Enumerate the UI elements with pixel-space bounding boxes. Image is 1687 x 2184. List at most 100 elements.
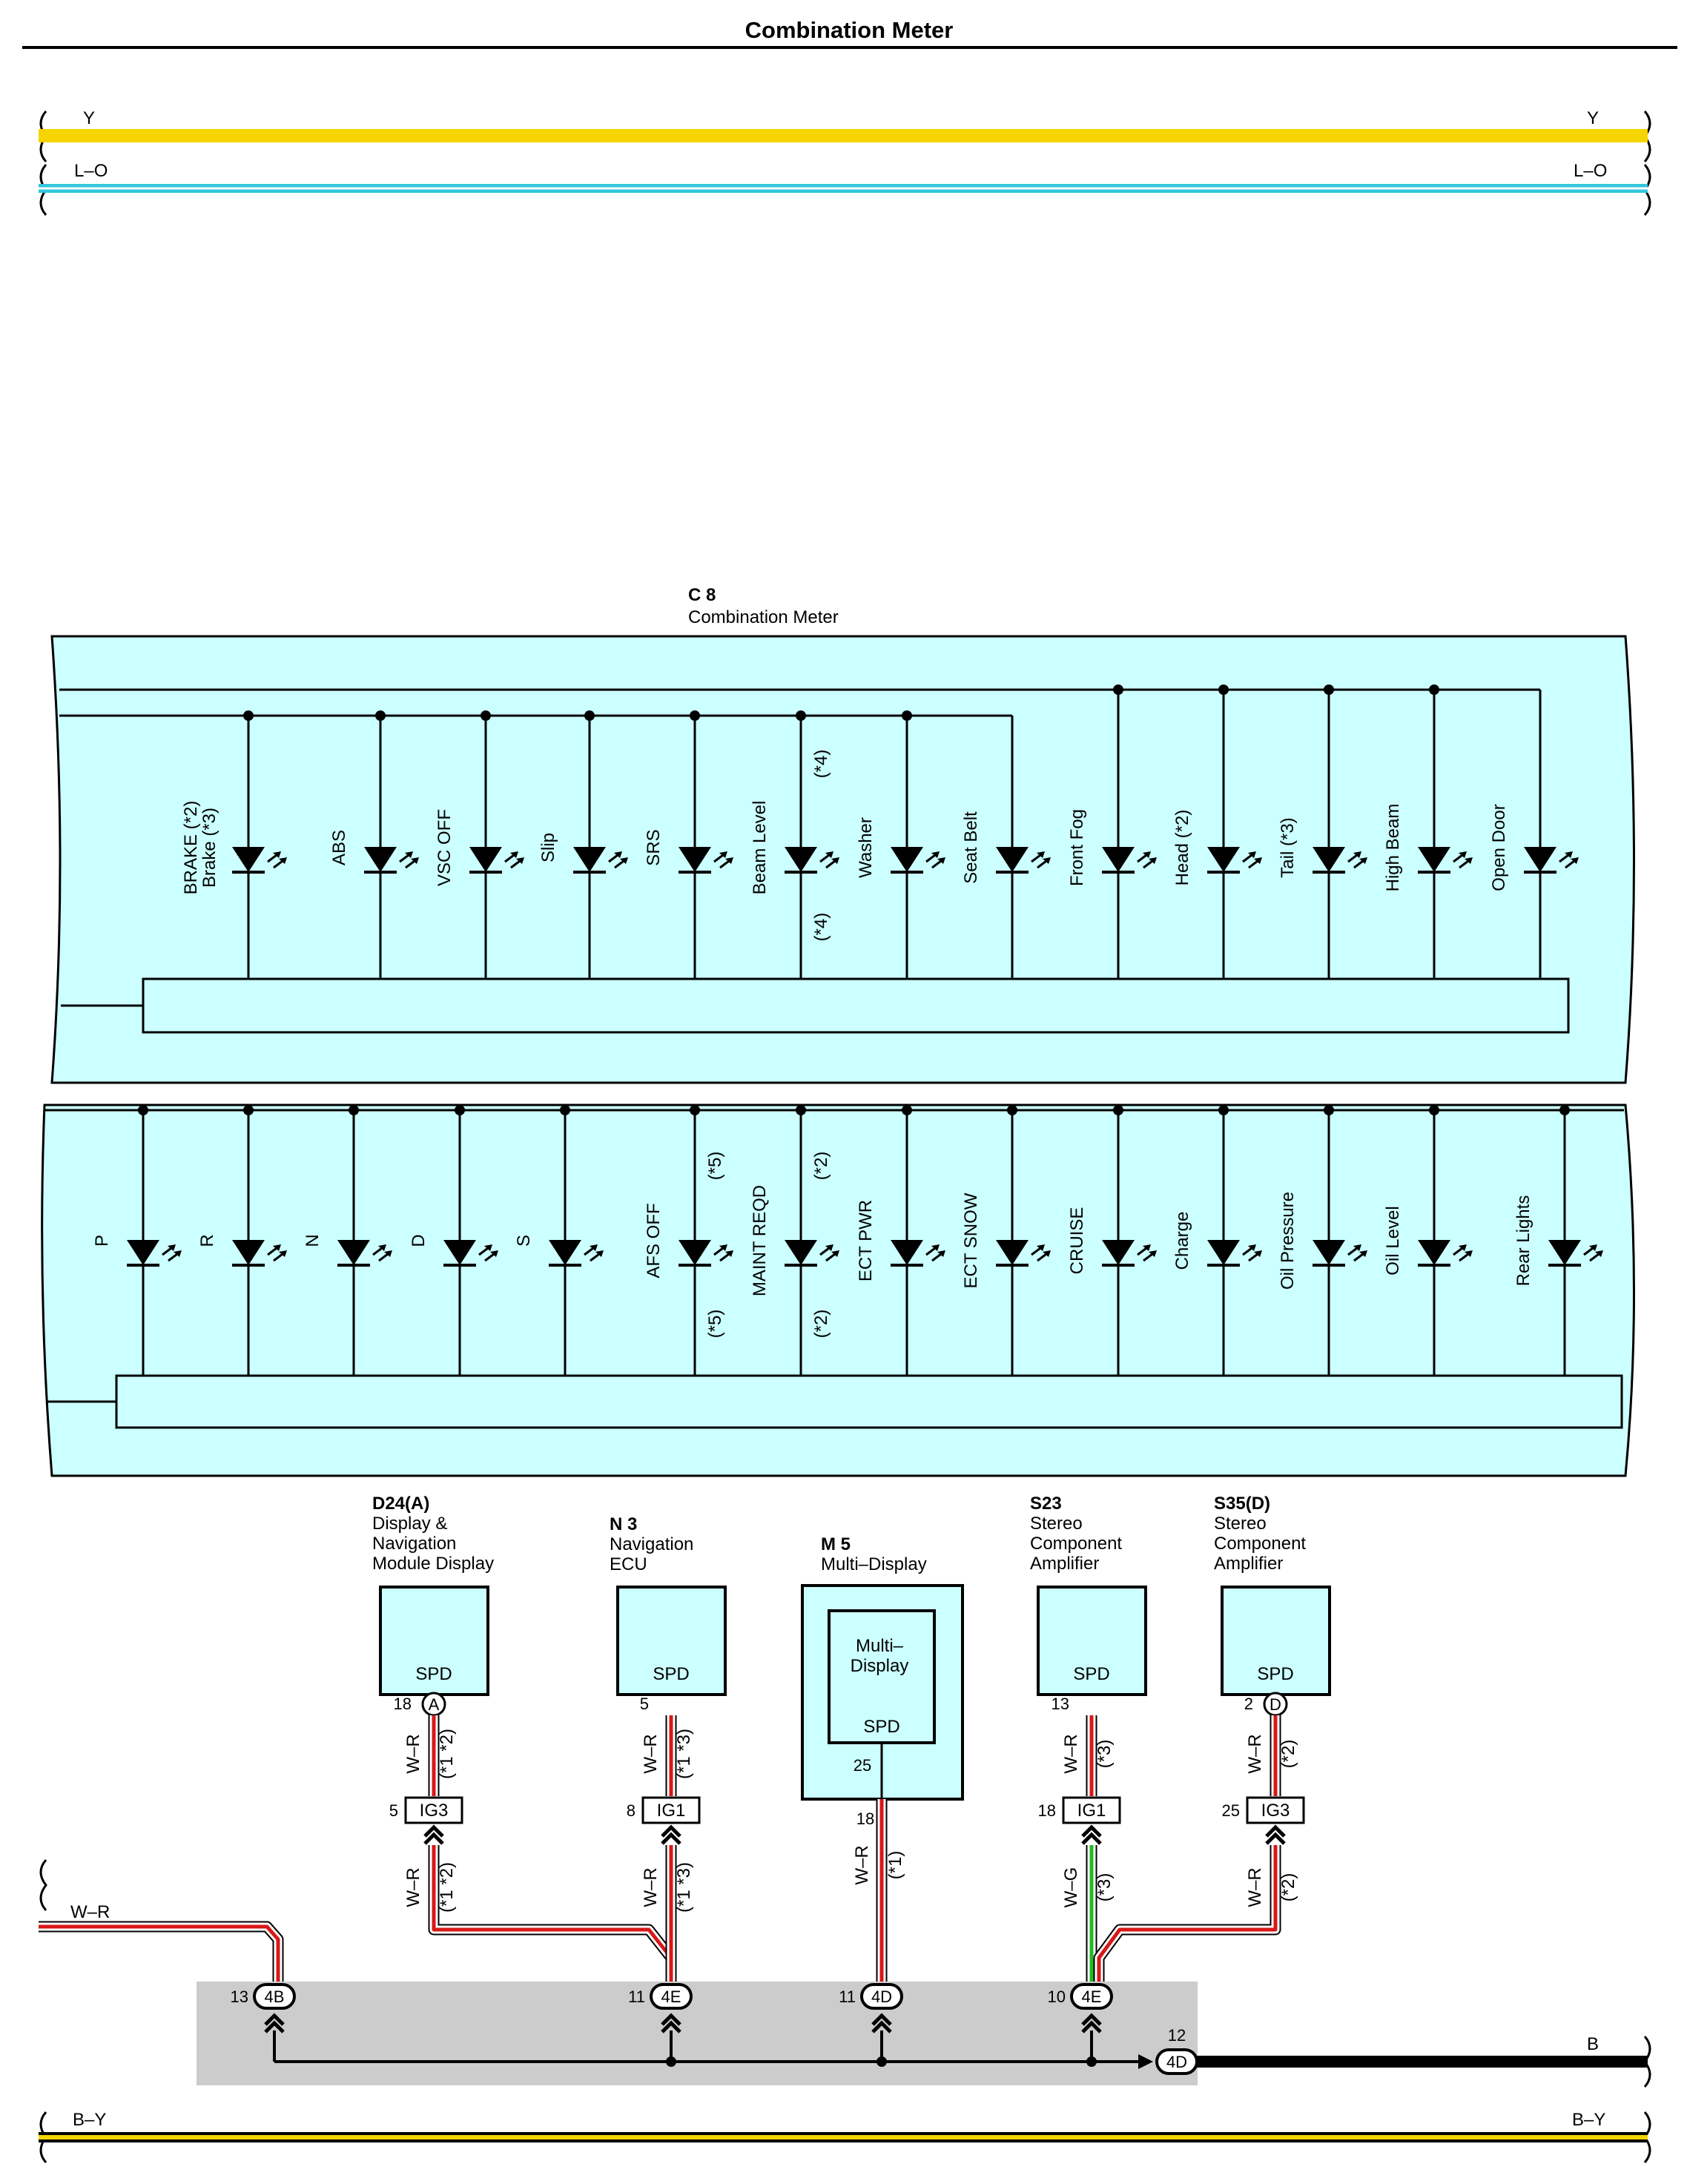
- indicator-label: ABS: [329, 830, 349, 865]
- indicator-open-door: Open Door: [1489, 690, 1579, 979]
- pin-number: 11: [839, 1987, 856, 2006]
- indicator-label: Brake (*3): [199, 808, 219, 888]
- led-icon: [891, 847, 923, 872]
- led-icon: [785, 847, 817, 872]
- led-icon: [1548, 1240, 1581, 1265]
- wire-note: (*1 *2): [437, 1729, 457, 1779]
- module-code: S23: [1030, 1494, 1062, 1514]
- meter-code: C 8: [688, 585, 716, 605]
- pin-number: 12: [1168, 2026, 1186, 2045]
- indicator-label: ECT SNOW: [961, 1192, 981, 1288]
- indicator-label: S: [514, 1235, 534, 1247]
- module-box: [616, 1586, 727, 1696]
- indicator-note: (*4): [811, 913, 831, 942]
- pin-number: 10: [1048, 1987, 1066, 2006]
- pin-number: 18: [1038, 1801, 1056, 1820]
- wire-lo-label-left: L–O: [74, 161, 108, 181]
- wire-y-label-left: Y: [83, 108, 95, 128]
- led-icon: [1102, 847, 1135, 872]
- led-icon: [1418, 847, 1450, 872]
- module-code: M 5: [821, 1534, 851, 1554]
- module-name: Component: [1214, 1534, 1306, 1554]
- wire-label: W–G: [1061, 1867, 1081, 1908]
- connector-code: 4B: [265, 1987, 285, 2006]
- indicator-label: BRAKE (*2): [181, 801, 201, 895]
- indicator-label: N: [303, 1234, 323, 1247]
- ig-connector: [1062, 1796, 1121, 1824]
- indicator-s: S: [514, 1105, 604, 1376]
- module-box: [379, 1586, 489, 1696]
- ig-connector: [641, 1796, 701, 1824]
- wire-by-label-left: B–Y: [73, 2110, 106, 2130]
- ig-label: IG1: [657, 1801, 686, 1821]
- indicator-label: SRS: [644, 829, 664, 865]
- module-name: Navigation: [610, 1534, 693, 1554]
- led-icon: [679, 847, 711, 872]
- connector-chevron-icon: [1081, 1824, 1102, 1838]
- connector-chevron-icon: [871, 2013, 892, 2026]
- wire-break-left-icon: [39, 1859, 47, 1911]
- wire-note: (*3): [1095, 1873, 1115, 1902]
- ig-label: IG3: [420, 1801, 449, 1821]
- indicator-label: Front Fog: [1067, 809, 1087, 886]
- indicator-label: AFS OFF: [644, 1203, 664, 1278]
- led-icon: [996, 1240, 1029, 1265]
- led-icon: [996, 847, 1029, 872]
- wire-note: (*1): [885, 1851, 905, 1880]
- indicator-brake-2: BRAKE (*2)Brake (*3): [181, 710, 287, 979]
- module-box: [1221, 1586, 1331, 1696]
- led-icon: [1313, 1240, 1345, 1265]
- indicator-vsc-off: VSC OFF: [435, 710, 524, 979]
- indicator-afs-off: AFS OFF(*5)(*5): [644, 1105, 733, 1376]
- indicator-note: (*4): [811, 750, 831, 779]
- module-terminal: SPD: [863, 1717, 899, 1737]
- indicator-head-2: Head (*2): [1172, 684, 1262, 979]
- indicator-label: Slip: [538, 833, 558, 862]
- module-m-5: M 5Multi–DisplayMulti–DisplaySPD2518W–R(…: [801, 1534, 964, 1986]
- led-icon: [469, 847, 502, 872]
- indicator-d: D: [409, 1105, 498, 1376]
- indicator-rear-lights: Rear Lights: [1513, 1105, 1603, 1376]
- led-icon: [1418, 1240, 1450, 1265]
- wire-label: W–R: [641, 1867, 661, 1907]
- module-name: ECU: [610, 1554, 647, 1574]
- indicator-slip: Slip: [538, 710, 628, 979]
- wire-label: W–R: [641, 1734, 661, 1773]
- led-icon: [1207, 1240, 1240, 1265]
- indicator-front-fog: Front Fog: [1067, 684, 1157, 979]
- led-icon: [364, 847, 397, 872]
- pin-number: 18: [856, 1809, 874, 1828]
- incoming-wire-wr: W–R: [39, 1859, 284, 1986]
- connector-letter: A: [429, 1695, 440, 1714]
- junction-connector-area: [197, 1982, 1198, 2085]
- indicator-label: D: [409, 1234, 429, 1247]
- led-icon: [785, 1240, 817, 1265]
- led-icon: [127, 1240, 159, 1265]
- module-name: Amplifier: [1030, 1554, 1099, 1574]
- indicator-n: N: [303, 1105, 392, 1376]
- indicator-seat-belt: Seat Belt: [961, 716, 1051, 979]
- page-title: Combination Meter: [745, 17, 954, 43]
- indicator-note: (*5): [705, 1152, 725, 1181]
- module-name: Multi–Display: [821, 1554, 927, 1574]
- pin-number: 5: [640, 1695, 649, 1713]
- ig-label: IG3: [1261, 1801, 1290, 1821]
- module-inner-name: Multi–: [856, 1636, 904, 1656]
- indicator-label: Seat Belt: [961, 811, 981, 884]
- indicator-label: Oil Level: [1383, 1206, 1403, 1275]
- wire-break-right-icon: [1643, 2036, 1651, 2088]
- pin-number: 8: [627, 1801, 635, 1820]
- indicator-label: ECT PWR: [856, 1200, 876, 1281]
- wire-label: W–R: [1245, 1734, 1265, 1773]
- led-icon: [1313, 847, 1345, 872]
- indicator-note: (*2): [811, 1310, 831, 1339]
- ig-connector: [1246, 1796, 1305, 1824]
- led-icon: [549, 1240, 581, 1265]
